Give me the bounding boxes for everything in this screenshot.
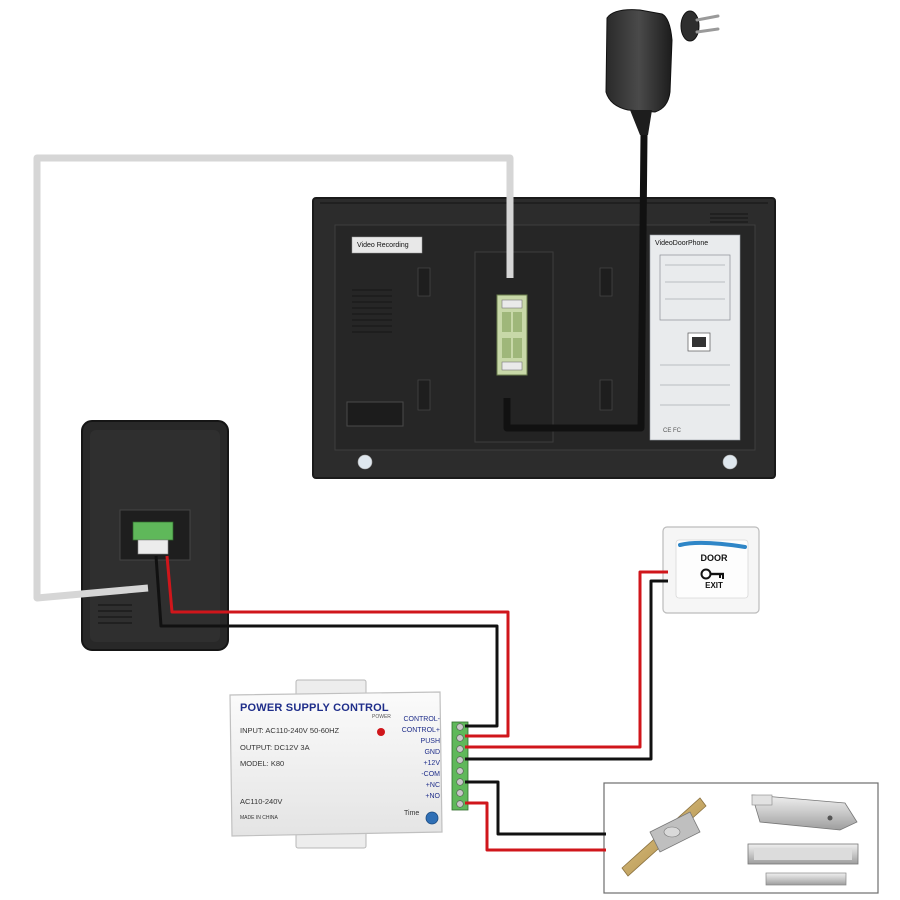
psu-terminal-block — [451, 721, 469, 811]
mounting-slots — [417, 267, 613, 411]
qc-sticker-icon — [722, 454, 738, 470]
electric-strike-lock-icon — [621, 797, 707, 877]
psu-made-in: MADE IN CHINA — [240, 815, 278, 821]
lock-options-panel — [603, 782, 879, 894]
key-icon — [700, 568, 724, 580]
electric-bolt-lock-icon — [751, 794, 858, 831]
terminal-label-nc: +NC — [425, 782, 440, 789]
psu-ac-label: AC110-240V — [240, 797, 283, 806]
psu-input-spec: INPUT: AC110-240V 50-60HZ — [240, 726, 340, 735]
power-supply-control — [229, 679, 469, 849]
wire-red-camera-control — [165, 555, 510, 738]
magnetic-lock-icon — [747, 843, 859, 886]
video-cable-grey — [33, 154, 514, 602]
eu-power-adapter-icon — [605, 9, 720, 135]
wire-red-lock — [465, 801, 606, 852]
speaker-grille — [352, 289, 392, 333]
terminal-label-control-minus: CONTROL- — [403, 716, 440, 723]
wire-black-lock — [465, 780, 606, 836]
terminal-label-12v: +12V — [423, 760, 440, 767]
terminal-label-gnd: GND — [424, 749, 440, 756]
psu-time-label: Time — [404, 810, 420, 817]
video-recording-label-plate — [351, 236, 423, 254]
exit-button-exit-text: EXIT — [705, 581, 723, 590]
monitor-vents — [320, 202, 768, 223]
monitor-brand-label: VideoDoorPhone — [655, 240, 709, 247]
qc-sticker-icon — [357, 454, 373, 470]
psu-title: POWER SUPPLY CONTROL — [240, 702, 389, 714]
psu-model: MODEL: K80 — [240, 759, 285, 768]
power-cable-black — [503, 134, 648, 432]
terminal-label-no: +NO — [425, 793, 440, 800]
terminal-label-com: -COM — [421, 771, 440, 778]
svg-text:CE FC: CE FC — [663, 428, 682, 434]
wire-red-exit — [465, 570, 668, 749]
exit-button — [662, 526, 760, 614]
wire-black-camera-control — [154, 555, 499, 728]
time-adjust-knob-icon — [425, 811, 439, 825]
camera-terminal-block — [132, 521, 174, 555]
outdoor-camera-unit — [81, 420, 229, 651]
psu-power-indicator-label: POWER — [372, 714, 391, 720]
terminal-label-push: PUSH — [420, 738, 440, 745]
wires — [33, 134, 668, 852]
indoor-monitor: CE FC — [312, 197, 776, 479]
camera-speaker-grille — [98, 604, 132, 624]
power-led-icon — [377, 728, 385, 736]
monitor-connector-board — [496, 294, 528, 376]
spec-sticker: CE FC — [649, 234, 741, 441]
exit-button-door-text: DOOR — [700, 553, 728, 563]
psu-output-spec: OUTPUT: DC12V 3A — [240, 743, 310, 752]
wire-black-exit — [465, 579, 668, 761]
sd-card-slot — [346, 401, 404, 427]
terminal-label-control-plus: CONTROL+ — [401, 727, 440, 734]
monitor-video-recording-label: Video Recording — [357, 242, 409, 249]
